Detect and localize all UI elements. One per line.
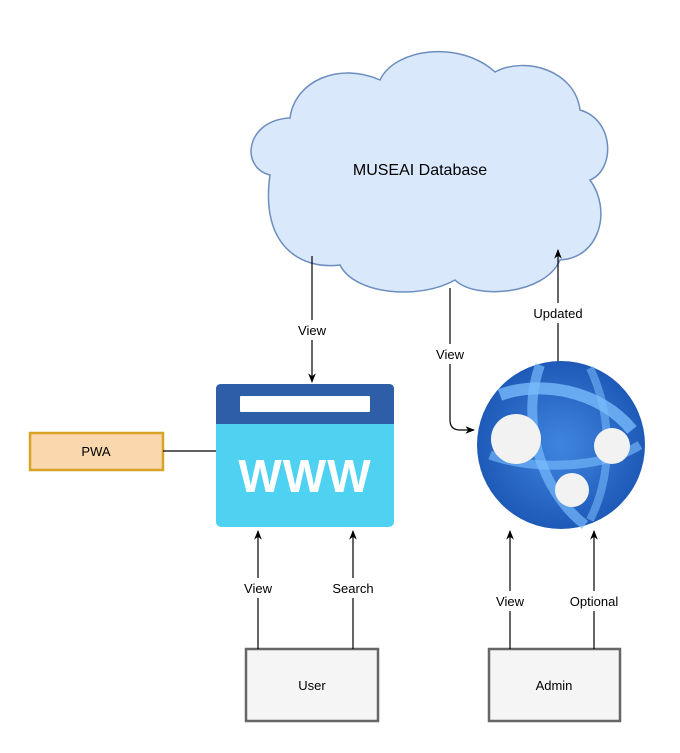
edge-label-view: View bbox=[496, 594, 525, 609]
edge-label-view: View bbox=[298, 323, 327, 338]
admin-node[interactable]: Admin bbox=[487, 647, 622, 723]
globe-node-large bbox=[491, 414, 541, 464]
admin-label: Admin bbox=[536, 678, 573, 693]
edge-label-view: View bbox=[244, 581, 273, 596]
edge-admin-optional: Optional bbox=[563, 530, 625, 649]
address-bar bbox=[240, 396, 370, 412]
user-label: User bbox=[298, 678, 326, 693]
cloud-shape bbox=[250, 50, 609, 293]
globe-node-bottom bbox=[555, 473, 589, 507]
database-cloud[interactable]: MUSEAI Database bbox=[250, 50, 609, 293]
edge-label-updated: Updated bbox=[533, 306, 582, 321]
edge-user-view: View bbox=[239, 530, 277, 649]
database-label: MUSEAI Database bbox=[353, 162, 487, 179]
edge-db-to-webapp: View bbox=[431, 288, 475, 434]
website-icon[interactable]: WWW bbox=[216, 384, 394, 527]
web-app-globe-icon[interactable] bbox=[477, 361, 645, 529]
edge-label-search: Search bbox=[332, 581, 373, 596]
edge-label-view: View bbox=[436, 347, 465, 362]
edge-db-to-website: View bbox=[293, 256, 331, 383]
www-label: WWW bbox=[238, 450, 371, 502]
edge-webapp-to-db: Updated bbox=[527, 249, 589, 362]
pwa-label: PWA bbox=[81, 444, 110, 459]
edge-admin-view: View bbox=[491, 530, 529, 649]
edge-label-optional: Optional bbox=[570, 594, 619, 609]
user-node[interactable]: User bbox=[244, 647, 380, 723]
pwa-node[interactable]: PWA bbox=[28, 431, 165, 472]
globe-node-right bbox=[594, 428, 630, 464]
edge-user-search: Search bbox=[327, 530, 379, 649]
